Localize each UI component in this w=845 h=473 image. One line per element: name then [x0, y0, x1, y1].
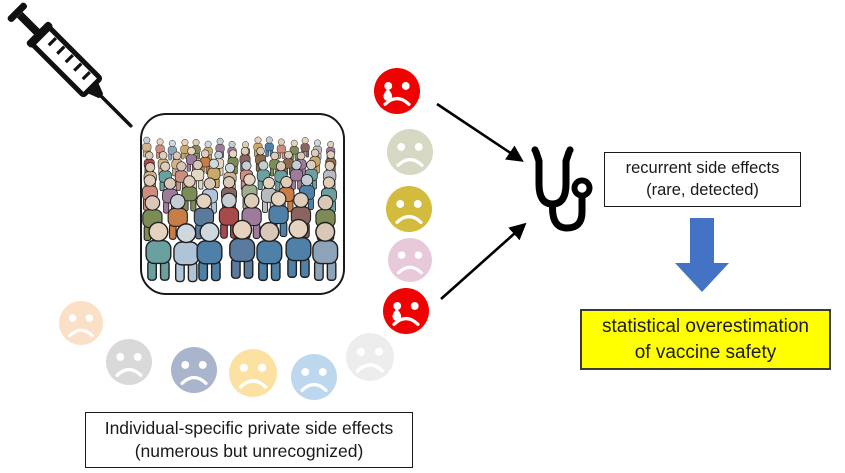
sad-face-icon	[383, 288, 429, 334]
sad-face-icon	[291, 354, 337, 400]
overestimation-box-line1: statistical overestimation	[602, 316, 809, 338]
person-figure	[173, 223, 200, 283]
private-box-line2: (numerous but unrecognized)	[134, 441, 364, 461]
person-figure	[218, 192, 240, 239]
person-figure	[229, 219, 256, 279]
detected-box-line2: (rare, detected)	[646, 180, 759, 199]
person-figure	[196, 222, 223, 282]
person-figure	[256, 221, 283, 282]
crowd-figures	[142, 136, 339, 283]
arrow-bottom-face-to-stethoscope	[440, 222, 527, 300]
person-figure	[181, 175, 198, 212]
detected-box-line1: recurrent side effects	[625, 158, 780, 177]
detected-box: recurrent side effects (rare, detected)	[604, 152, 801, 207]
person-figure	[312, 221, 339, 281]
sad-face-icon	[387, 129, 433, 175]
sad-face-icon	[388, 238, 432, 282]
person-figure	[276, 138, 286, 159]
person-figure	[289, 160, 304, 190]
sad-face-icon	[106, 339, 152, 385]
sad-face-icon	[229, 349, 277, 397]
stethoscope-icon	[531, 146, 593, 232]
arrow-top-face-to-stethoscope	[436, 102, 524, 162]
person-figure	[215, 137, 225, 159]
sad-face-icon	[59, 301, 103, 345]
person-figure	[145, 221, 172, 281]
sad-face-icon	[171, 347, 217, 393]
sad-face-icon	[386, 186, 432, 232]
person-figure	[285, 218, 312, 278]
overestimation-box: statistical overestimation of vaccine sa…	[580, 309, 831, 370]
overestimation-box-line2: of vaccine safety	[634, 341, 777, 363]
sad-face-icon	[346, 333, 394, 381]
connector-arrows	[436, 102, 527, 300]
syringe-icon	[7, 2, 133, 128]
sad-faces	[59, 68, 433, 400]
sad-face-icon	[374, 68, 420, 114]
private-box-line1: Individual-specific private side effects	[104, 417, 394, 438]
crowd-image	[140, 113, 345, 295]
private-box: Individual-specific private side effects…	[85, 412, 413, 468]
blue-down-arrow-icon	[675, 218, 729, 292]
